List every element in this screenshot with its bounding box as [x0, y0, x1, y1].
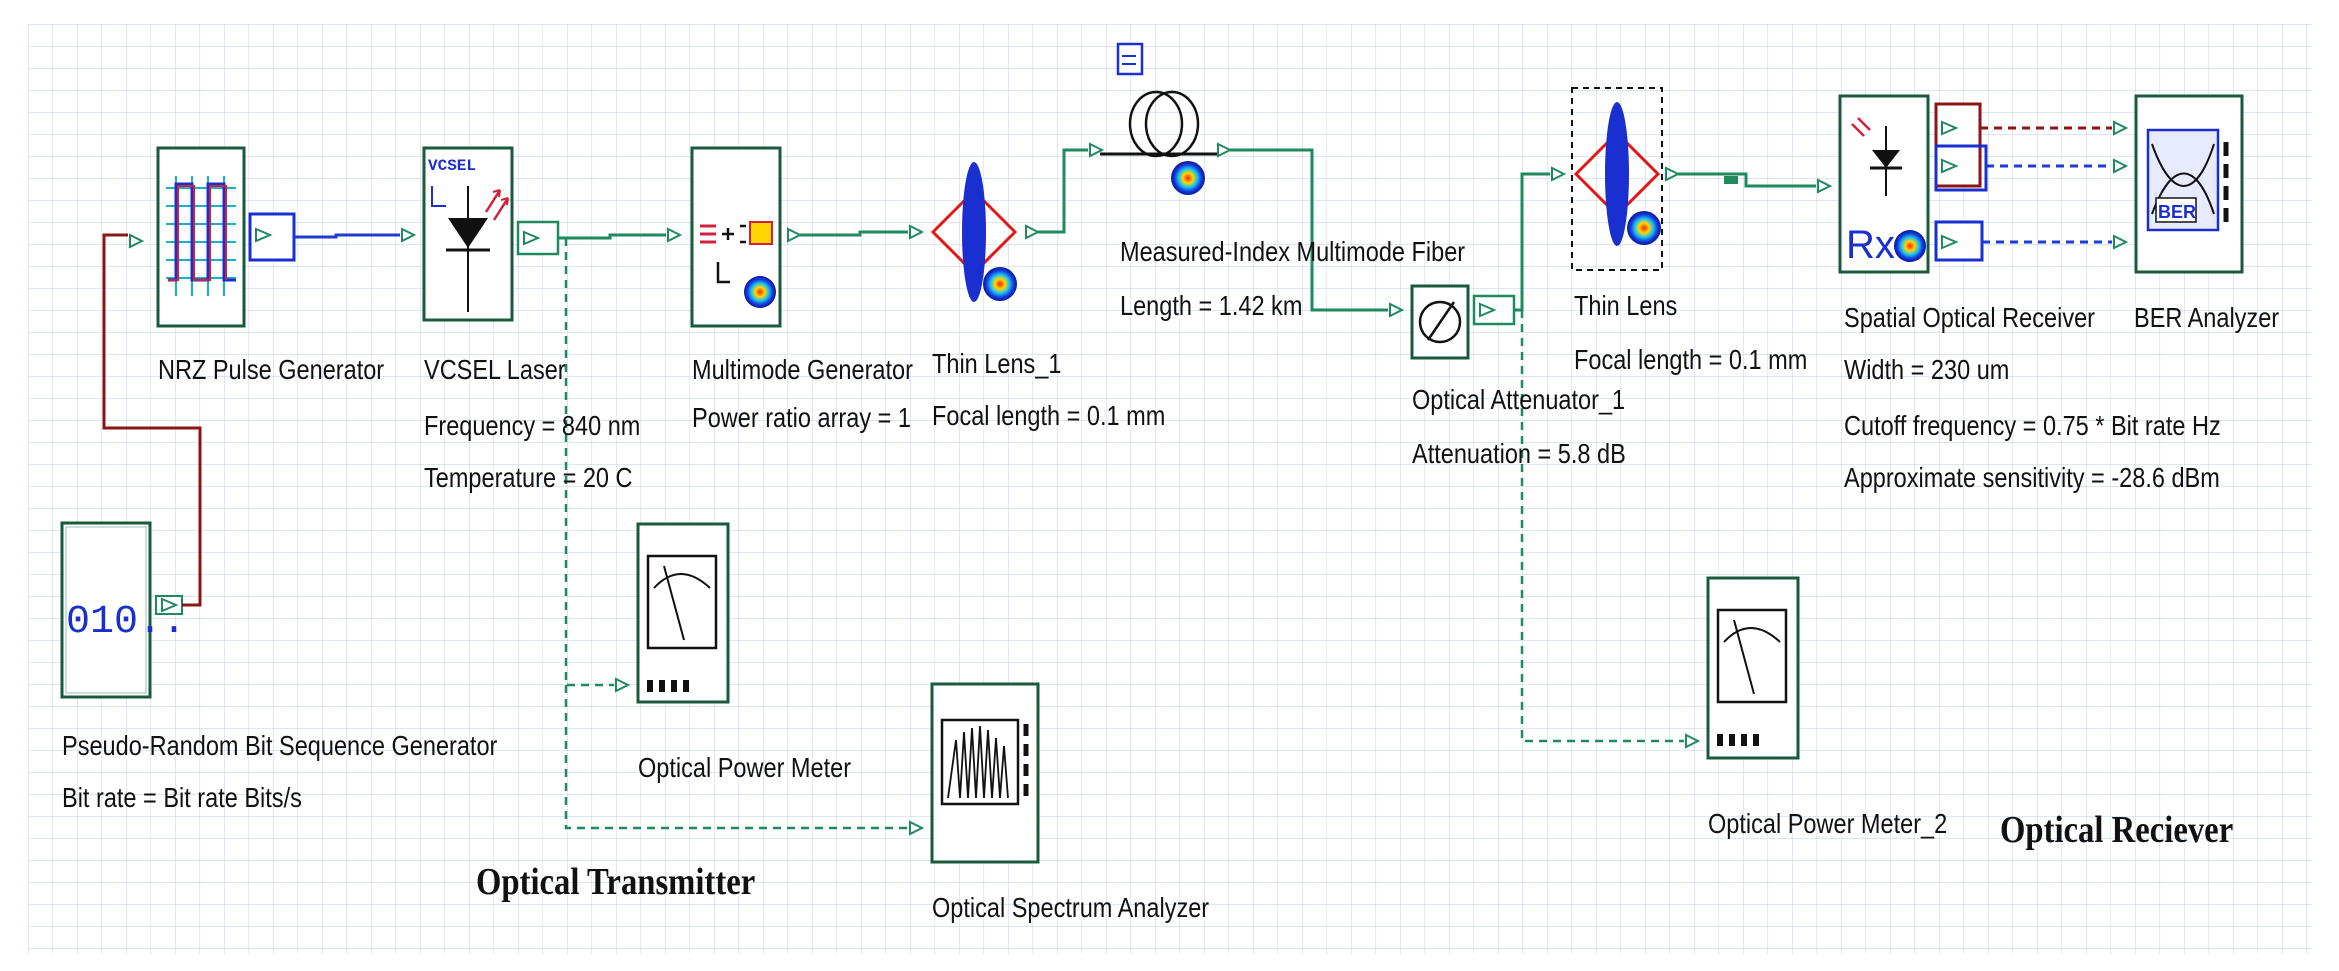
- optical-power-meter-2[interactable]: [1685, 576, 1800, 760]
- power-meter-2-label: Optical Power Meter_2: [1708, 808, 1948, 839]
- optical-link[interactable]: [1678, 172, 1816, 188]
- mode-generator-icon: [700, 221, 776, 308]
- thin-lens-icon: [930, 162, 1018, 302]
- laser-diode-icon: [431, 186, 510, 312]
- power-meter-1-label: Optical Power Meter: [638, 752, 852, 783]
- section-title-transmitter: Optical Transmitter: [476, 861, 756, 903]
- optical-link[interactable]: [1230, 148, 1388, 312]
- ber-analyzer[interactable]: BER: [2113, 94, 2244, 274]
- prbs-name-label: Pseudo-Random Bit Sequence Generator: [62, 730, 498, 761]
- ber-name-label: BER Analyzer: [2134, 302, 2280, 333]
- lens1-name-label: Thin Lens_1: [932, 348, 1062, 379]
- monitor-link[interactable]: [564, 685, 908, 830]
- monitor-link[interactable]: [564, 238, 614, 687]
- optical-link[interactable]: [1514, 172, 1550, 312]
- meter-needle-icon: [1716, 608, 1788, 746]
- fiber-param-length: Length = 1.42 km: [1120, 290, 1303, 321]
- receiver-name-label: Spatial Optical Receiver: [1844, 302, 2096, 333]
- ber-icon-label: BER: [2158, 202, 2196, 222]
- optical-link[interactable]: [558, 233, 666, 240]
- optical-link[interactable]: [1038, 148, 1088, 234]
- monitor-link[interactable]: [1520, 310, 1684, 743]
- thin-lens-1[interactable]: [909, 162, 1041, 302]
- photodiode-icon: [1851, 117, 1902, 196]
- nrz-name-label: NRZ Pulse Generator: [158, 354, 385, 385]
- optical-power-meter-1[interactable]: [615, 522, 730, 704]
- nrz-pulse-generator[interactable]: [129, 146, 296, 328]
- optical-spectrum-analyzer[interactable]: [909, 682, 1040, 864]
- multimode-param-ratio: Power ratio array = 1: [692, 402, 911, 433]
- lens2-param-focal: Focal length = 0.1 mm: [1574, 344, 1808, 375]
- attenuator-icon: [1418, 300, 1462, 344]
- fiber-name-label: Measured-Index Multimode Fiber: [1120, 236, 1466, 267]
- spectrum-analyzer-label: Optical Spectrum Analyzer: [932, 892, 1210, 923]
- section-title-receiver: Optical Reciever: [2000, 809, 2234, 851]
- vcsel-name-label: VCSEL Laser: [424, 354, 566, 385]
- fiber-coil-icon: [1100, 42, 1218, 195]
- spectrum-icon: [940, 718, 1029, 806]
- prbs-generator[interactable]: 010..: [60, 521, 186, 699]
- lens2-name-label: Thin Lens: [1574, 290, 1678, 321]
- optical-attenuator[interactable]: [1389, 284, 1516, 360]
- thin-lens-2[interactable]: [1551, 87, 1681, 271]
- receiver-param-width: Width = 230 um: [1844, 354, 2010, 385]
- vcsel-icon-label: VCSEL: [428, 157, 476, 175]
- attenuator-param-attenuation: Attenuation = 5.8 dB: [1412, 438, 1626, 469]
- prbs-param-bitrate: Bit rate = Bit rate Bits/s: [62, 782, 302, 813]
- receiver-param-sensitivity: Approximate sensitivity = -28.6 dBm: [1844, 462, 2220, 493]
- spatial-optical-receiver[interactable]: Rx: [1817, 94, 1988, 274]
- grid-background: [28, 24, 2312, 954]
- lens-frame: [1573, 130, 1661, 218]
- attenuator-name-label: Optical Attenuator_1: [1412, 384, 1626, 415]
- receiver-param-cutoff: Cutoff frequency = 0.75 * Bit rate Hz: [1844, 410, 2221, 441]
- control-link[interactable]: [102, 233, 202, 607]
- rx-icon-label: Rx: [1846, 223, 1895, 267]
- thin-lens-icon: [1573, 102, 1661, 246]
- multimode-name-label: Multimode Generator: [692, 354, 913, 385]
- multimode-fiber[interactable]: [1089, 42, 1233, 195]
- electrical-link[interactable]: [294, 233, 400, 239]
- lens1-param-focal: Focal length = 0.1 mm: [932, 400, 1166, 431]
- eye-diagram-icon: BER: [2151, 143, 2215, 223]
- multimode-generator[interactable]: [667, 146, 803, 328]
- optical-link[interactable]: [800, 230, 908, 237]
- pulse-waveform-icon: [166, 176, 236, 296]
- vcsel-param-frequency: Frequency = 840 nm: [424, 410, 641, 441]
- meter-needle-icon: [646, 554, 718, 692]
- vcsel-param-temperature: Temperature = 20 C: [424, 462, 633, 493]
- vcsel-laser[interactable]: VCSEL: [401, 146, 560, 322]
